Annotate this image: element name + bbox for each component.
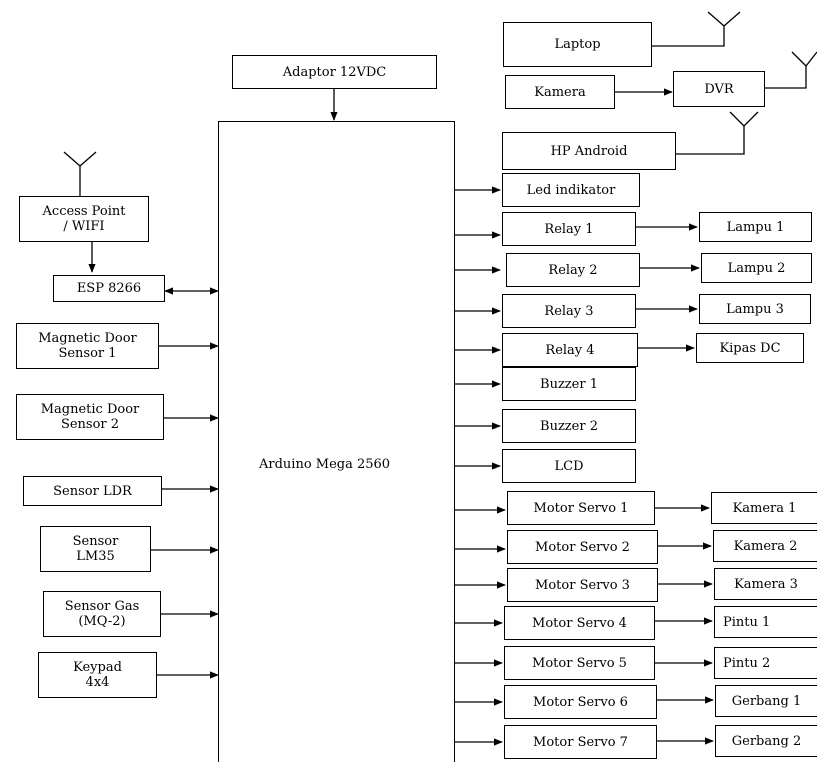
motor-servo-2-box: Motor Servo 2	[507, 530, 658, 564]
antenna-access-point	[63, 151, 97, 196]
buzzer-2-box: Buzzer 2	[502, 409, 636, 443]
antenna-dvr	[765, 51, 817, 89]
relay-1-box: Relay 1	[502, 212, 636, 246]
pintu-1-box: Pintu 1	[714, 606, 817, 638]
motor-servo-7-box: Motor Servo 7	[504, 725, 657, 759]
relay-3-box: Relay 3	[502, 294, 636, 328]
motor-servo-1-box: Motor Servo 1	[507, 491, 655, 525]
lampu-2-box: Lampu 2	[701, 253, 812, 283]
antenna-hp	[676, 111, 759, 155]
motor-servo-5-box: Motor Servo 5	[504, 646, 655, 680]
led-indikator-box: Led indikator	[502, 173, 640, 207]
keypad-box: Keypad 4x4	[38, 652, 157, 698]
lampu-3-box: Lampu 3	[699, 294, 811, 324]
magnetic-door-sensor-2-box: Magnetic Door Sensor 2	[16, 394, 164, 440]
dvr-box: DVR	[673, 71, 765, 107]
kamera-3-box: Kamera 3	[714, 568, 817, 600]
kamera-box: Kamera	[505, 75, 615, 109]
magnetic-door-sensor-1-box: Magnetic Door Sensor 1	[16, 323, 159, 369]
pintu-2-box: Pintu 2	[714, 647, 817, 679]
kamera-2-box: Kamera 2	[713, 530, 817, 562]
kamera-1-box: Kamera 1	[711, 492, 817, 524]
relay-2-box: Relay 2	[506, 253, 640, 287]
motor-servo-4-box: Motor Servo 4	[504, 606, 655, 640]
esp8266-box: ESP 8266	[53, 275, 165, 302]
antenna-laptop	[652, 11, 741, 47]
motor-servo-6-box: Motor Servo 6	[504, 685, 657, 719]
gerbang-2-box: Gerbang 2	[715, 725, 817, 757]
sensor-ldr-box: Sensor LDR	[23, 476, 162, 506]
hp-android-box: HP Android	[502, 132, 676, 170]
relay-4-box: Relay 4	[502, 333, 638, 367]
sensor-lm35-box: Sensor LM35	[40, 526, 151, 572]
arduino-mega-controller	[218, 121, 455, 762]
buzzer-1-box: Buzzer 1	[502, 367, 636, 401]
access-point-box: Access Point / WIFI	[19, 196, 149, 242]
controller-label: Arduino Mega 2560	[259, 457, 391, 472]
laptop-box: Laptop	[503, 22, 652, 67]
kipas-dc-box: Kipas DC	[696, 333, 804, 363]
lcd-box: LCD	[502, 449, 636, 483]
power-adaptor-box: Adaptor 12VDC	[232, 55, 437, 89]
lampu-1-box: Lampu 1	[699, 212, 812, 242]
gerbang-1-box: Gerbang 1	[715, 685, 817, 717]
sensor-gas-box: Sensor Gas (MQ-2)	[43, 591, 161, 637]
motor-servo-3-box: Motor Servo 3	[507, 568, 658, 602]
